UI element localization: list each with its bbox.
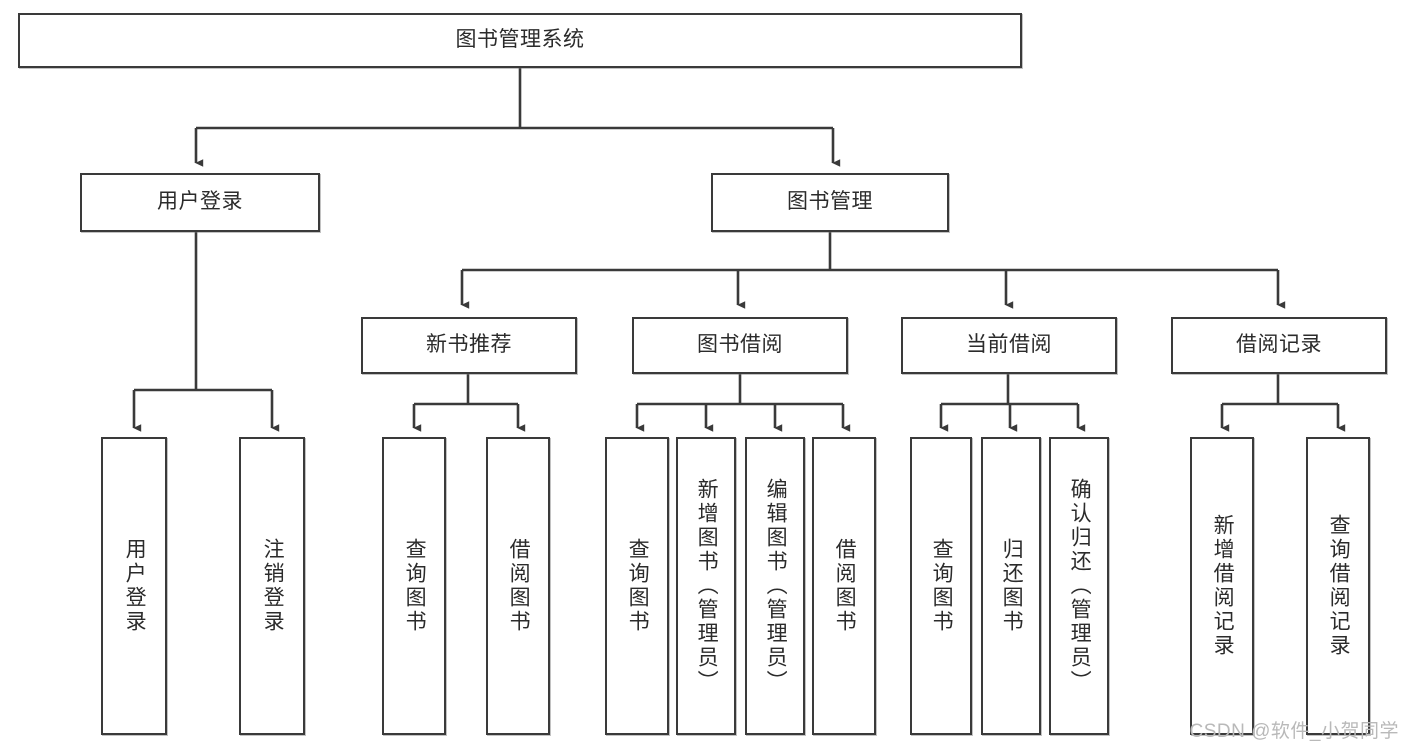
node-book-management[interactable]: 图书管理 — [711, 173, 949, 232]
leaf-edit-book[interactable]: 编辑图书（管理员） — [745, 437, 805, 735]
leaf-query-borrow-record[interactable]: 查询借阅记录 — [1306, 437, 1370, 735]
node-new-book-recommendation[interactable]: 新书推荐 — [361, 317, 577, 374]
node-current-borrow[interactable]: 当前借阅 — [901, 317, 1117, 374]
leaf-borrow-book-1-label: 借阅图书 — [507, 538, 531, 634]
leaf-query-book-3[interactable]: 查询图书 — [910, 437, 972, 735]
node-current-borrow-label: 当前借阅 — [966, 333, 1052, 357]
leaf-return-book-label: 归还图书 — [1000, 538, 1024, 634]
leaf-add-borrow-record-label: 新增借阅记录 — [1211, 514, 1235, 658]
leaf-query-book-3-label: 查询图书 — [930, 538, 954, 634]
leaf-confirm-return-label: 确认归还（管理员） — [1068, 478, 1092, 694]
leaf-query-book-2-label: 查询图书 — [626, 538, 650, 634]
node-root-label: 图书管理系统 — [455, 28, 585, 52]
node-book-borrow-label: 图书借阅 — [697, 333, 783, 357]
node-book-management-label: 图书管理 — [787, 190, 873, 214]
leaf-borrow-book-2[interactable]: 借阅图书 — [812, 437, 876, 735]
leaf-confirm-return[interactable]: 确认归还（管理员） — [1049, 437, 1109, 735]
node-book-borrow[interactable]: 图书借阅 — [632, 317, 848, 374]
node-borrow-record[interactable]: 借阅记录 — [1171, 317, 1387, 374]
leaf-edit-book-label: 编辑图书（管理员） — [764, 478, 788, 694]
leaf-query-book-2[interactable]: 查询图书 — [605, 437, 669, 735]
leaf-user-login-label: 用户登录 — [123, 538, 147, 634]
leaf-query-book-1-label: 查询图书 — [403, 538, 427, 634]
leaf-logout-label: 注销登录 — [261, 538, 285, 634]
leaf-add-book[interactable]: 新增图书（管理员） — [676, 437, 736, 735]
leaf-logout[interactable]: 注销登录 — [239, 437, 305, 735]
leaf-borrow-book-1[interactable]: 借阅图书 — [486, 437, 550, 735]
node-new-book-recommendation-label: 新书推荐 — [426, 333, 512, 357]
leaf-add-book-label: 新增图书（管理员） — [695, 478, 719, 694]
leaf-borrow-book-2-label: 借阅图书 — [833, 538, 857, 634]
leaf-return-book[interactable]: 归还图书 — [981, 437, 1041, 735]
node-user-login[interactable]: 用户登录 — [80, 173, 320, 232]
leaf-query-book-1[interactable]: 查询图书 — [382, 437, 446, 735]
node-root[interactable]: 图书管理系统 — [18, 13, 1022, 68]
leaf-user-login[interactable]: 用户登录 — [101, 437, 167, 735]
leaf-add-borrow-record[interactable]: 新增借阅记录 — [1190, 437, 1254, 735]
node-user-login-label: 用户登录 — [157, 190, 243, 214]
node-borrow-record-label: 借阅记录 — [1236, 333, 1322, 357]
leaf-query-borrow-record-label: 查询借阅记录 — [1327, 514, 1351, 658]
